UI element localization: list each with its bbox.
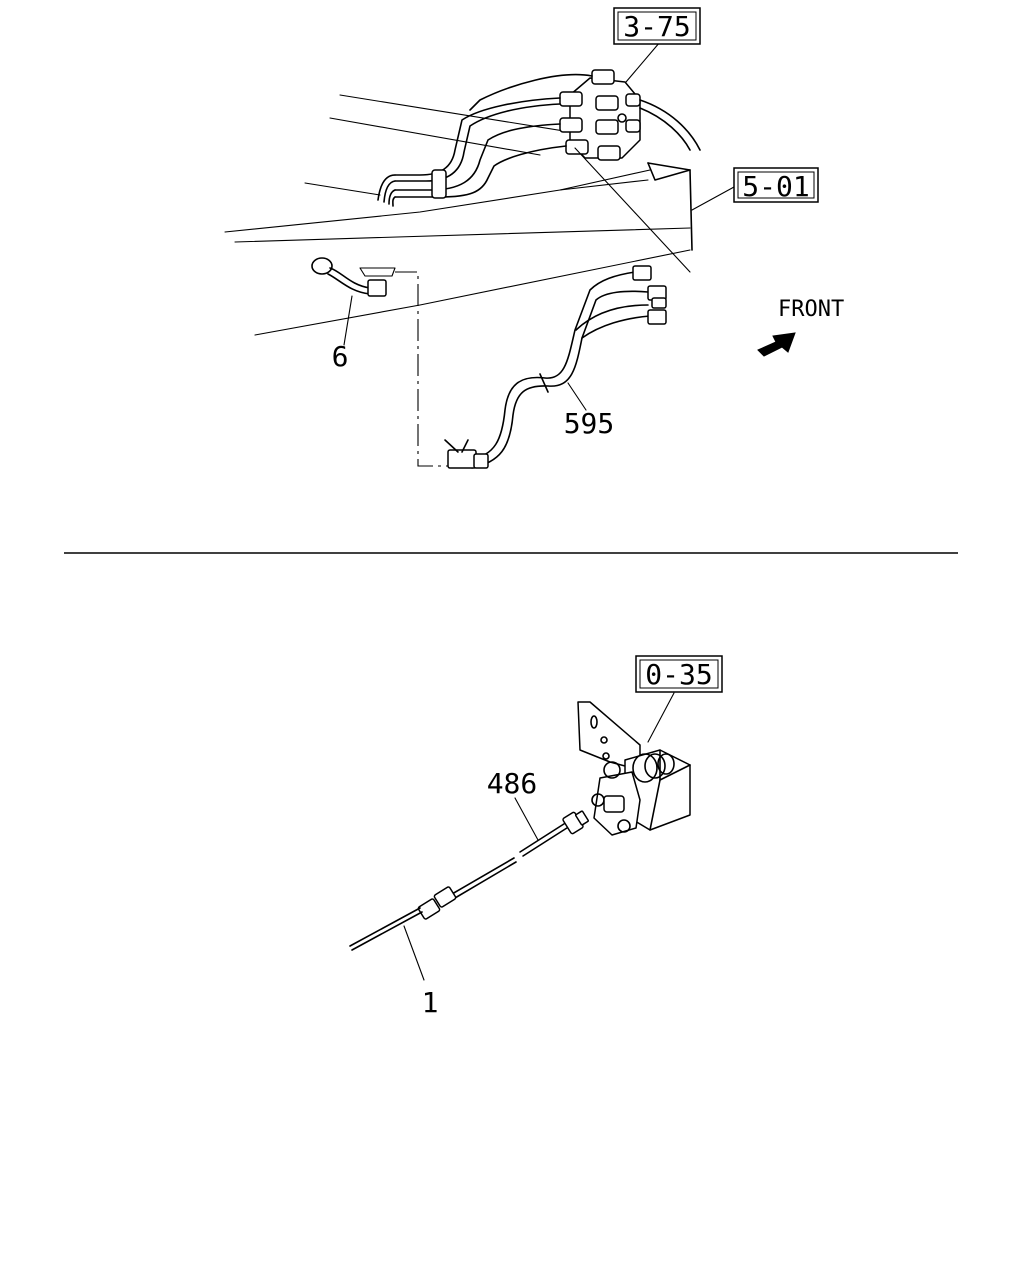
callout-595: 595 [564,407,615,440]
ref-box-5-01[interactable]: 5-01 [733,167,819,203]
leader-595 [567,382,587,411]
leader-6 [343,295,353,346]
sensor-unit [577,701,691,836]
ref-box-3-75[interactable]: 3-75 [613,7,701,45]
harness-595 [444,265,667,469]
leader-valve-connectors [574,147,691,273]
valve-block [559,69,641,161]
leader-0-35 [647,692,675,743]
cable-486 [433,810,589,908]
leader-5-01 [691,186,735,211]
ref-label-5-01: 5-01 [742,170,809,203]
arrow-front-icon [757,332,796,357]
cable-1 [349,898,441,951]
ref-label-3-75: 3-75 [623,10,690,43]
leader-3-75 [625,41,661,83]
ref-label-0-35: 0-35 [645,658,712,691]
leader-486 [514,797,539,841]
front-label: FRONT [778,297,844,322]
lower-assembly: 0-35 [349,655,723,1019]
callout-6: 6 [332,340,349,373]
harness-6 [311,257,396,297]
upper-assembly: 3-75 5-01 6 595 FRONT [224,7,844,469]
callout-1: 1 [422,986,439,1019]
dashed-connection [395,271,448,467]
ref-box-0-35[interactable]: 0-35 [635,655,723,693]
leader-1 [403,925,425,981]
callout-486: 486 [487,767,538,800]
brake-pipes [377,73,701,207]
